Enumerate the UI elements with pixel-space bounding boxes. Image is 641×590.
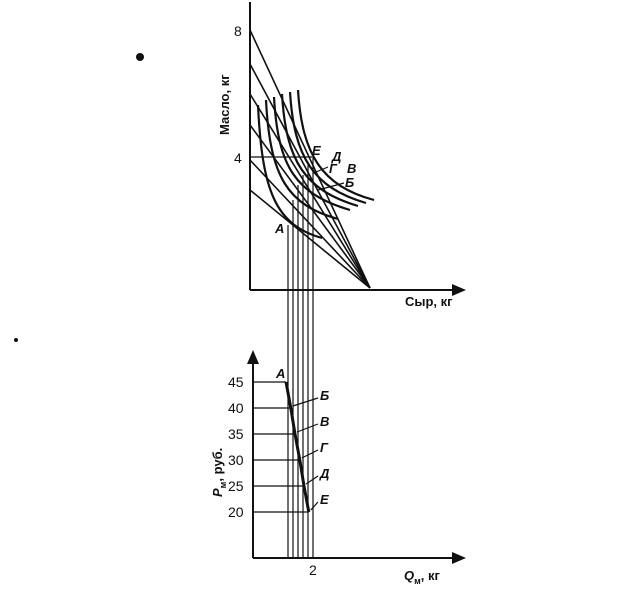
svg-text:Pм, руб.: Pм, руб. <box>210 448 228 497</box>
ylabel-sub: м <box>218 481 228 488</box>
indifference-curve <box>272 96 351 212</box>
upper-y-tick-4: 4 <box>234 150 242 166</box>
demand-point-label: А <box>275 366 285 381</box>
budget-line <box>249 63 371 289</box>
indifference-curves <box>256 89 375 240</box>
budget-line <box>249 159 371 289</box>
budget-line <box>249 124 371 289</box>
upper-point-e: Е <box>312 143 321 158</box>
leader-line <box>315 166 329 173</box>
ink-speck <box>136 53 144 61</box>
lower-y-tick-25: 25 <box>228 478 244 494</box>
projection-lines <box>287 157 314 558</box>
lower-y-tick-30: 30 <box>228 452 244 468</box>
demand-leader-line <box>296 423 319 433</box>
demand-point-label: Д <box>319 466 330 481</box>
lower-y-axis-label: Pм, руб. <box>210 448 228 497</box>
xlabel-main: Q <box>404 568 414 583</box>
upper-point-b: Б <box>345 175 354 190</box>
upper-point-a: А <box>274 221 284 236</box>
indifference-curve <box>264 99 339 221</box>
leader-line <box>317 182 345 191</box>
lower-y-tick-20: 20 <box>228 504 244 520</box>
indifference-curve <box>280 93 359 208</box>
upper-x-axis-label: Сыр, кг <box>405 294 453 309</box>
demand-point-label: Г <box>320 440 329 455</box>
demand-point-label: Б <box>320 388 329 403</box>
demand-leader-line <box>292 397 319 407</box>
lower-x-arrow <box>452 552 466 564</box>
upper-point-g: Г <box>329 161 338 176</box>
demand-leader-line <box>310 501 319 511</box>
upper-point-d: Д <box>331 149 342 164</box>
lower-y-ticks: 45 40 35 30 25 20 <box>228 374 244 520</box>
budget-line <box>249 189 371 289</box>
ylabel-unit: , руб. <box>210 448 225 482</box>
lower-x-tick-2: 2 <box>309 562 317 578</box>
indifference-curve <box>256 104 323 240</box>
demand-leader-line <box>305 475 319 485</box>
indifference-curve <box>296 89 375 202</box>
demand-point-label: В <box>320 414 329 429</box>
upper-x-arrow <box>452 284 466 296</box>
demand-point-label: Е <box>320 492 329 507</box>
budget-lines <box>249 29 371 289</box>
xlabel-unit: , кг <box>421 568 441 583</box>
svg-text:Qм, кг: Qм, кг <box>404 568 441 586</box>
lower-guide-lines <box>253 381 309 513</box>
ylabel-main: P <box>210 488 225 497</box>
lower-x-axis-label: Qм, кг <box>404 568 441 586</box>
upper-point-v: В <box>347 161 356 176</box>
demand-curve <box>284 381 311 513</box>
upper-y-axis-label: Масло, кг <box>217 74 232 135</box>
lower-y-tick-35: 35 <box>228 426 244 442</box>
indifference-curve <box>288 91 367 205</box>
ink-speck <box>14 338 18 342</box>
budget-line <box>249 29 371 289</box>
demand-leader-line <box>301 449 319 459</box>
xlabel-sub: м <box>414 576 421 586</box>
upper-y-tick-8: 8 <box>234 23 242 39</box>
lower-y-tick-45: 45 <box>228 374 244 390</box>
upper-panel: 8 4 Масло, кг Сыр, кг <box>217 2 466 558</box>
lower-y-arrow <box>247 350 259 364</box>
lower-y-tick-40: 40 <box>228 400 244 416</box>
